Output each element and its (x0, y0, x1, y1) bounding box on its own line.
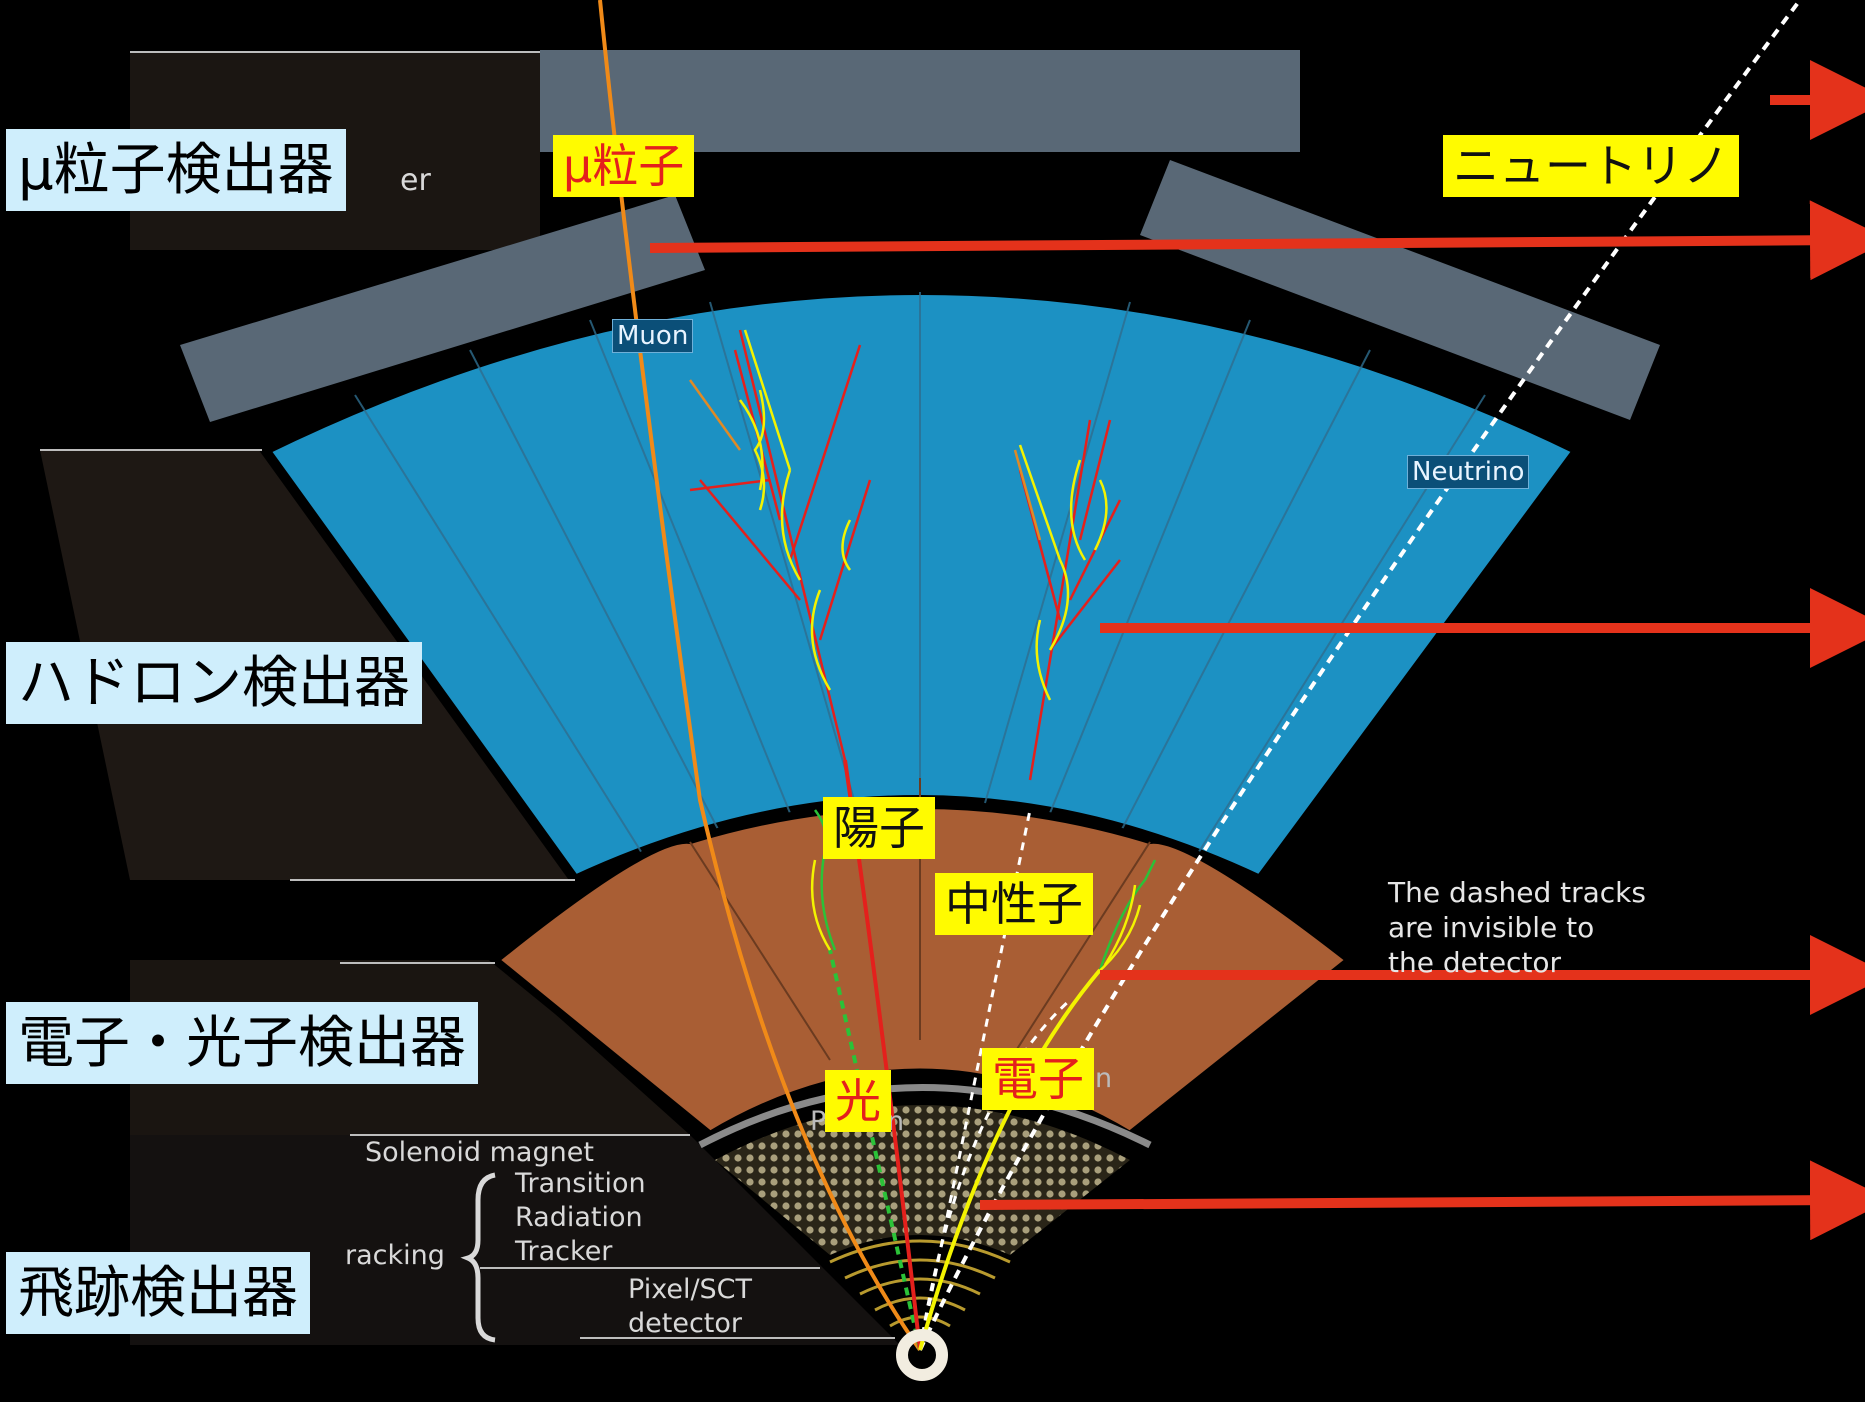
muon-spectrometer-partial: er (400, 163, 431, 198)
proton-tag: 陽子 (823, 797, 935, 859)
leader-lines (40, 51, 895, 1339)
hadron-detector-label: ハドロン検出器 (6, 642, 422, 724)
tracking-detector-label: 飛跡検出器 (6, 1252, 310, 1334)
muon-chamber-left (180, 195, 705, 422)
muon-track (598, 0, 922, 1352)
em-detector-label: 電子・光子検出器 (6, 1002, 478, 1084)
em-calorimeter (488, 778, 1357, 1140)
muon-chamber-right (1140, 160, 1660, 420)
invisible-track-2 (918, 998, 1072, 1351)
muon-box-label: Muon (612, 319, 694, 353)
hadron-calorimeter (257, 285, 1586, 887)
neutron-tag: 中性子 (935, 873, 1093, 935)
trt-label: Transition Radiation Tracker (515, 1168, 646, 1267)
invisible-note: The dashed tracks are invisible to the d… (1388, 876, 1646, 979)
pixel-label: Pixel/SCT detector (628, 1274, 753, 1339)
photon-track (828, 949, 922, 1351)
tracking-partial: racking (345, 1240, 445, 1271)
photon-tag: 光 (825, 1070, 891, 1132)
inner-tracker (698, 1084, 1152, 1328)
muon-chambers (180, 50, 1660, 422)
collision-point (896, 1329, 948, 1381)
muon-tag: μ粒子 (553, 135, 695, 197)
electron-track (918, 968, 1102, 1351)
electron-tag: 電子 (982, 1048, 1094, 1110)
neutrino-box-label: Neutrino (1407, 455, 1530, 489)
pointer-arrows (649, 60, 1865, 1241)
tracking-brace (460, 1172, 496, 1343)
electron-partial: n (1095, 1063, 1113, 1094)
neutrino-tag: ニュートリノ (1443, 135, 1739, 197)
solenoid-label: Solenoid magnet (365, 1137, 594, 1168)
muon-detector-label: μ粒子検出器 (6, 129, 346, 211)
